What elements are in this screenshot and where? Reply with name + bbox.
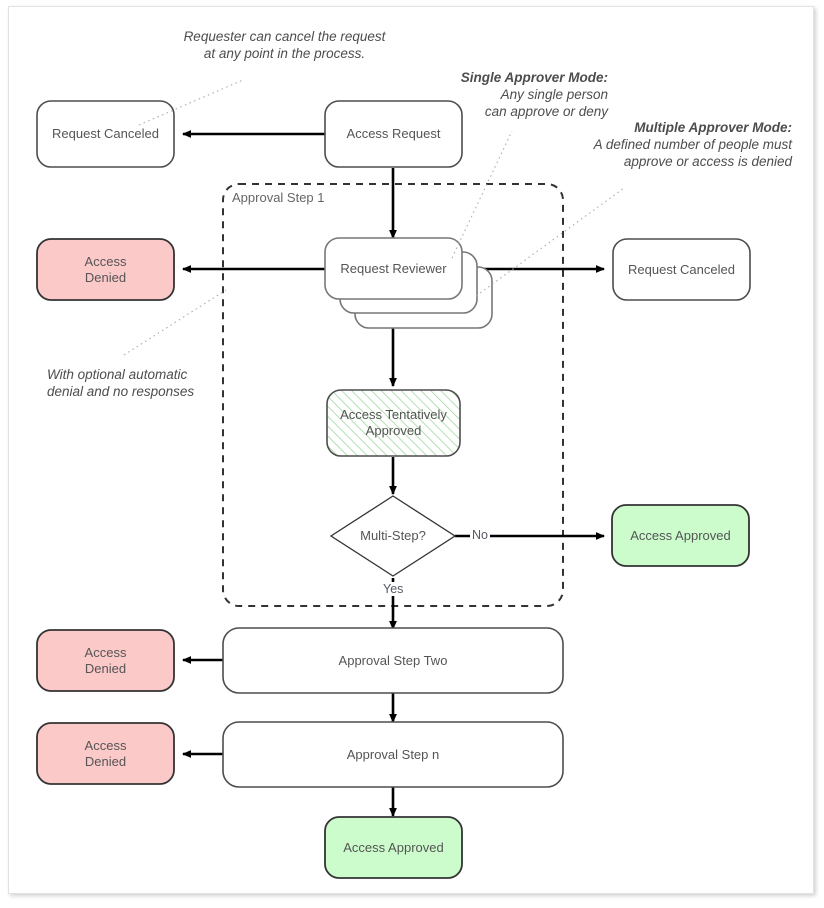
annotation-multiple-approver-line2: approve or access is denied [623, 154, 792, 169]
annotation-optional-denial-line1: With optional automatic [47, 367, 188, 382]
node-approval-step-two[interactable] [222, 627, 564, 694]
node-access-approved-bottom[interactable] [324, 816, 463, 879]
edge-label-no: No [470, 528, 490, 542]
node-access-denied-2[interactable] [36, 629, 175, 692]
annotation-single-approver-line1: Any single person [500, 87, 608, 102]
annotation-multiple-approver-heading: Multiple Approver Mode: [634, 120, 792, 135]
annotation-optional-denial: With optional automatic denial and no re… [47, 366, 267, 400]
annotation-requester-cancel-line1: Requester can cancel the request [183, 29, 386, 44]
node-multi-step-decision[interactable] [329, 495, 457, 577]
node-access-approved-right[interactable] [611, 504, 750, 567]
annotation-optional-denial-line2: denial and no responses [47, 384, 195, 399]
node-request-canceled-right[interactable] [612, 238, 751, 301]
annotation-multiple-approver: Multiple Approver Mode: A defined number… [560, 119, 792, 170]
annotation-requester-cancel: Requester can cancel the request at any … [177, 28, 392, 62]
group-label-approval-step-1: Approval Step 1 [232, 190, 325, 205]
annotation-requester-cancel-line2: at any point in the process. [203, 46, 366, 61]
node-access-denied-1[interactable] [36, 238, 175, 301]
node-request-canceled-top[interactable] [36, 100, 175, 168]
edge-label-yes: Yes [381, 582, 406, 596]
node-approval-step-n[interactable] [222, 721, 564, 788]
annotation-multiple-approver-line1: A defined number of people must [593, 137, 792, 152]
annotation-single-approver-heading: Single Approver Mode: [460, 70, 608, 85]
node-access-denied-3[interactable] [36, 722, 175, 785]
leader-single-approver [451, 130, 513, 259]
leader-multiple-approver [475, 187, 625, 297]
node-request-reviewer[interactable] [324, 237, 463, 300]
annotation-single-approver-line2: can approve or deny [484, 104, 608, 119]
annotation-single-approver: Single Approver Mode: Any single person … [420, 69, 608, 120]
node-access-request[interactable] [324, 100, 463, 168]
node-access-tentatively-approved[interactable] [326, 389, 461, 457]
leader-optional-denial [123, 289, 227, 356]
